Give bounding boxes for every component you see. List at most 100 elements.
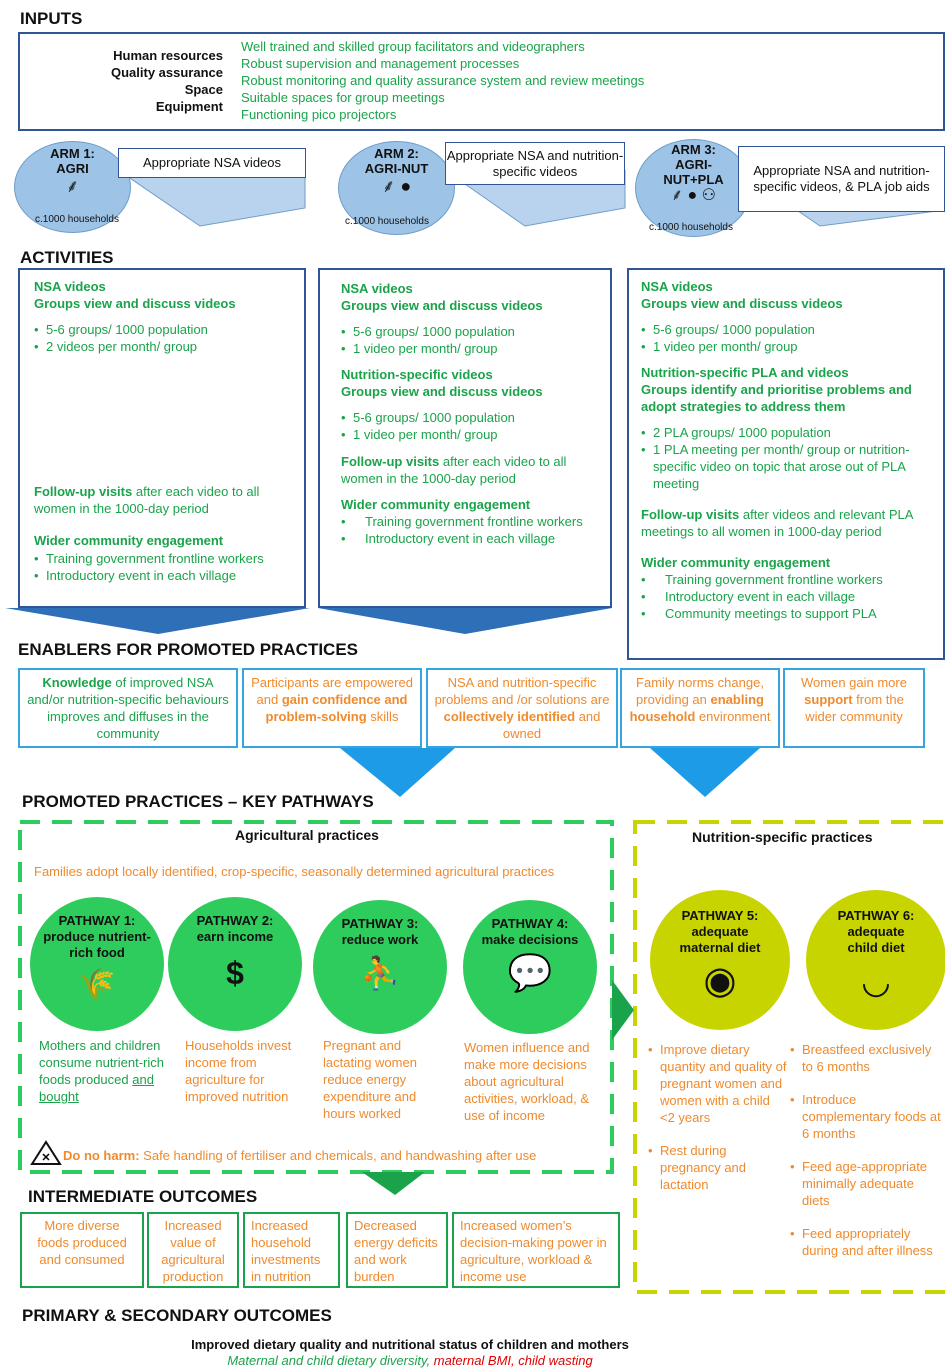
agri-practices-title: Agricultural practices xyxy=(235,827,379,843)
list-item: 1 PLA meeting per month/ group or nutrit… xyxy=(641,441,931,492)
list-item: Introductory event in each village xyxy=(641,588,931,605)
act-heading: NSA videos xyxy=(341,281,413,296)
enabler-text: skills xyxy=(366,709,399,724)
pathway6-circle: PATHWAY 6: adequate child diet ◡ xyxy=(806,890,945,1030)
pathway2-desc: Households invest income from agricultur… xyxy=(185,1038,292,1104)
arm3-sub2: NUT+PLA xyxy=(663,172,724,187)
list-item: 2 PLA groups/ 1000 population xyxy=(641,424,931,441)
pathway6-list: Breastfeed exclusively to 6 months Intro… xyxy=(790,1041,945,1259)
enabler-text: of improved NSA and/or nutrition-specifi… xyxy=(27,675,229,741)
money-bag-icon: $ xyxy=(226,955,244,991)
arm3-sub: AGRI- xyxy=(675,157,712,172)
input-item: Suitable spaces for group meetings xyxy=(241,90,445,105)
pathway2-circle: PATHWAY 2: earn income $ xyxy=(168,897,302,1031)
plate-spoon-icon: ◉ xyxy=(703,960,737,1002)
input-item: Robust monitoring and quality assurance … xyxy=(241,73,645,88)
pathway4-circle: PATHWAY 4: make decisions 💬 xyxy=(463,900,597,1034)
enabler-text: NSA and nutrition-specific problems and … xyxy=(434,675,610,707)
pathway1-circle: PATHWAY 1: produce nutrient-rich food 🌾 xyxy=(30,897,164,1031)
enabler-bold: support xyxy=(804,692,853,707)
secondary-outcomes: Maternal and child dietary diversity, ma… xyxy=(0,1353,820,1368)
enabler-collective: NSA and nutrition-specific problems and … xyxy=(426,668,618,748)
pathway4-title: PATHWAY 4: xyxy=(491,916,569,931)
wheat-icon: ⸙ xyxy=(65,176,80,196)
arm3-circle: ARM 3:AGRI-NUT+PLA ⸙ ● ⚇ c.1000 househol… xyxy=(635,139,752,237)
wce-list: Training government frontline workers In… xyxy=(34,550,264,584)
secondary-green: Maternal and child dietary diversity, xyxy=(227,1353,434,1368)
pathway3-desc: Pregnant and lactating women reduce ener… xyxy=(323,1038,417,1121)
outcome-agri-value: Increased value of agricultural producti… xyxy=(147,1212,239,1288)
act-list: 5-6 groups/ 1000 population 1 video per … xyxy=(341,323,589,357)
arm3-households: c.1000 households xyxy=(649,222,733,233)
list-item: 2 videos per month/ group xyxy=(34,338,290,355)
list-item: Feed appropriately during and after illn… xyxy=(790,1225,945,1259)
follow-up-text: Follow-up visits after videos and releva… xyxy=(641,506,931,540)
practices-heading: PROMOTED PRACTICES – KEY PATHWAYS xyxy=(22,792,374,811)
list-item: 5-6 groups/ 1000 population xyxy=(34,321,290,338)
input-item: Well trained and skilled group facilitat… xyxy=(241,39,585,54)
arm1-callout: Appropriate NSA videos xyxy=(118,148,306,178)
do-no-harm-bold: Do no harm: xyxy=(63,1148,140,1163)
inputs-heading: INPUTS xyxy=(20,9,83,28)
act-heading: Groups view and discuss videos xyxy=(341,298,543,313)
intermediate-heading: INTERMEDIATE OUTCOMES xyxy=(28,1187,258,1206)
primary-outcome: Improved dietary quality and nutritional… xyxy=(191,1337,629,1352)
label-space: Space xyxy=(184,82,223,97)
pathway3-subtitle: reduce work xyxy=(341,932,419,947)
warning-icon: ✕ xyxy=(30,1140,62,1166)
list-item: Community meetings to support PLA xyxy=(641,605,931,622)
enabler-bold: enabling household xyxy=(629,692,764,724)
list-item: 5-6 groups/ 1000 population xyxy=(341,323,589,340)
arm2-households: c.1000 households xyxy=(345,216,429,227)
pathway4-desc: Women influence and make more decisions … xyxy=(464,1040,590,1123)
do-no-harm-text: Do no harm: Safe handling of fertiliser … xyxy=(63,1147,536,1164)
wheat-bowl-icon: ⸙ ● xyxy=(381,176,412,196)
input-item: Robust supervision and management proces… xyxy=(241,56,520,71)
seed-bag-icon: 🌾 xyxy=(78,968,116,1001)
enablers-heading: ENABLERS FOR PROMOTED PRACTICES xyxy=(18,640,359,659)
act-heading: Nutrition-specific videos xyxy=(341,367,493,382)
arm3-title: ARM 3: xyxy=(671,142,716,157)
inputs-box: Human resources Quality assurance Space … xyxy=(18,32,945,131)
outcome-decision-power: Increased women’s decision-making power … xyxy=(452,1212,620,1288)
nut-practices-title: Nutrition-specific practices xyxy=(692,829,873,845)
act-heading: Groups view and discuss videos xyxy=(641,296,843,311)
enabler-text: and owned xyxy=(502,709,601,741)
arm1-sub: AGRI xyxy=(56,161,89,176)
inputs-labels: Human resources Quality assurance Space … xyxy=(23,47,223,115)
wce-list: Training government frontline workers In… xyxy=(341,513,589,547)
enabler-text: Participants are empowered and xyxy=(251,675,413,707)
list-item: Breastfeed exclusively to 6 months xyxy=(790,1041,945,1075)
pathway4-subtitle: make decisions xyxy=(481,932,579,947)
wce-heading: Wider community engagement xyxy=(34,533,224,548)
list-item: 5-6 groups/ 1000 population xyxy=(341,409,589,426)
list-item: 5-6 groups/ 1000 population xyxy=(641,321,931,338)
act-list: 2 PLA groups/ 1000 population 1 PLA meet… xyxy=(641,424,931,492)
arm2-title: ARM 2: xyxy=(374,146,419,161)
act-list: 5-6 groups/ 1000 population 2 videos per… xyxy=(34,321,290,355)
follow-up-rest: after videos and relevant PLA meetings t… xyxy=(641,507,913,539)
arm3-callout: Appropriate NSA and nutrition-specific v… xyxy=(738,146,945,212)
activities-arm1-box: NSA videos Groups view and discuss video… xyxy=(18,268,306,608)
label-quality-assurance: Quality assurance xyxy=(111,65,223,80)
label-equipment: Equipment xyxy=(155,99,223,114)
speech-bubble-icon: 💬 xyxy=(507,952,553,993)
secondary-red: maternal BMI, child wasting xyxy=(433,1353,593,1368)
list-item: Improve dietary quantity and quality of … xyxy=(648,1041,788,1126)
activities-heading: ACTIVITIES xyxy=(20,248,114,267)
follow-up-bold: Follow-up visits xyxy=(641,507,740,522)
do-no-harm-rest: Safe handling of fertiliser and chemical… xyxy=(139,1148,537,1163)
primary-heading: PRIMARY & SECONDARY OUTCOMES xyxy=(22,1306,332,1325)
follow-up-rest: after each video to all women in the 100… xyxy=(34,484,260,516)
enabler-text: Women gain more xyxy=(801,675,907,690)
pathway5-list: Improve dietary quantity and quality of … xyxy=(648,1041,788,1193)
pathway6-title: PATHWAY 6: xyxy=(837,908,915,923)
kneeling-person-icon: ⛹ xyxy=(360,955,400,991)
pathway3-circle: PATHWAY 3: reduce work ⛹ xyxy=(313,900,447,1034)
inputs-items: Well trained and skilled group facilitat… xyxy=(241,38,644,123)
activities-arm3-box: NSA videos Groups view and discuss video… xyxy=(627,268,945,660)
arm1-title: ARM 1: xyxy=(50,146,95,161)
pathway5-title: PATHWAY 5: xyxy=(681,908,759,923)
wheat-bowl-people-icon: ⸙ ● ⚇ xyxy=(671,187,716,204)
outcome-diverse-foods: More diverse foods produced and consumed xyxy=(20,1212,144,1288)
